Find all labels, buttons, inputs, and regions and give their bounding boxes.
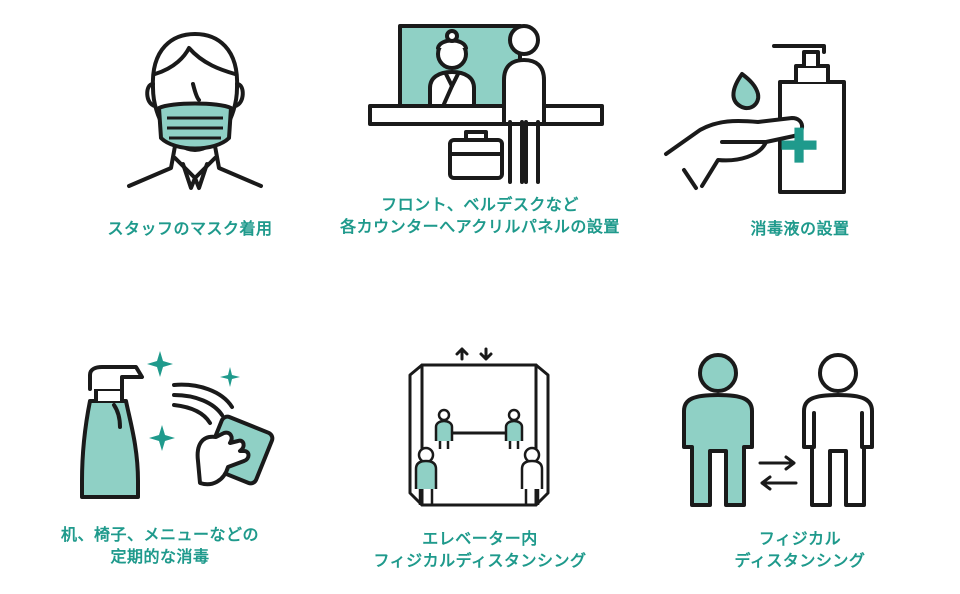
item-label: 机、椅子、メニューなどの 定期的な消毒 xyxy=(60,525,259,566)
elevator-distancing-icon xyxy=(408,347,550,507)
item-label: スタッフのマスク着用 xyxy=(107,219,273,238)
item-label: エレベーター内 フィジカルディスタンシング xyxy=(373,529,587,570)
hand-sanitizer-icon xyxy=(664,44,846,194)
masked-staff-icon xyxy=(127,32,263,190)
physical-distancing-icon xyxy=(682,353,874,507)
item-label: 消毒液の設置 xyxy=(750,219,850,238)
item-label: フィジカル ディスタンシング xyxy=(734,529,866,570)
acrylic-panel-counter-icon xyxy=(368,24,604,184)
spray-cleaning-icon xyxy=(80,351,275,499)
item-label: フロント、ベルデスクなど 各カウンターへアクリルパネルの設置 xyxy=(340,195,620,236)
